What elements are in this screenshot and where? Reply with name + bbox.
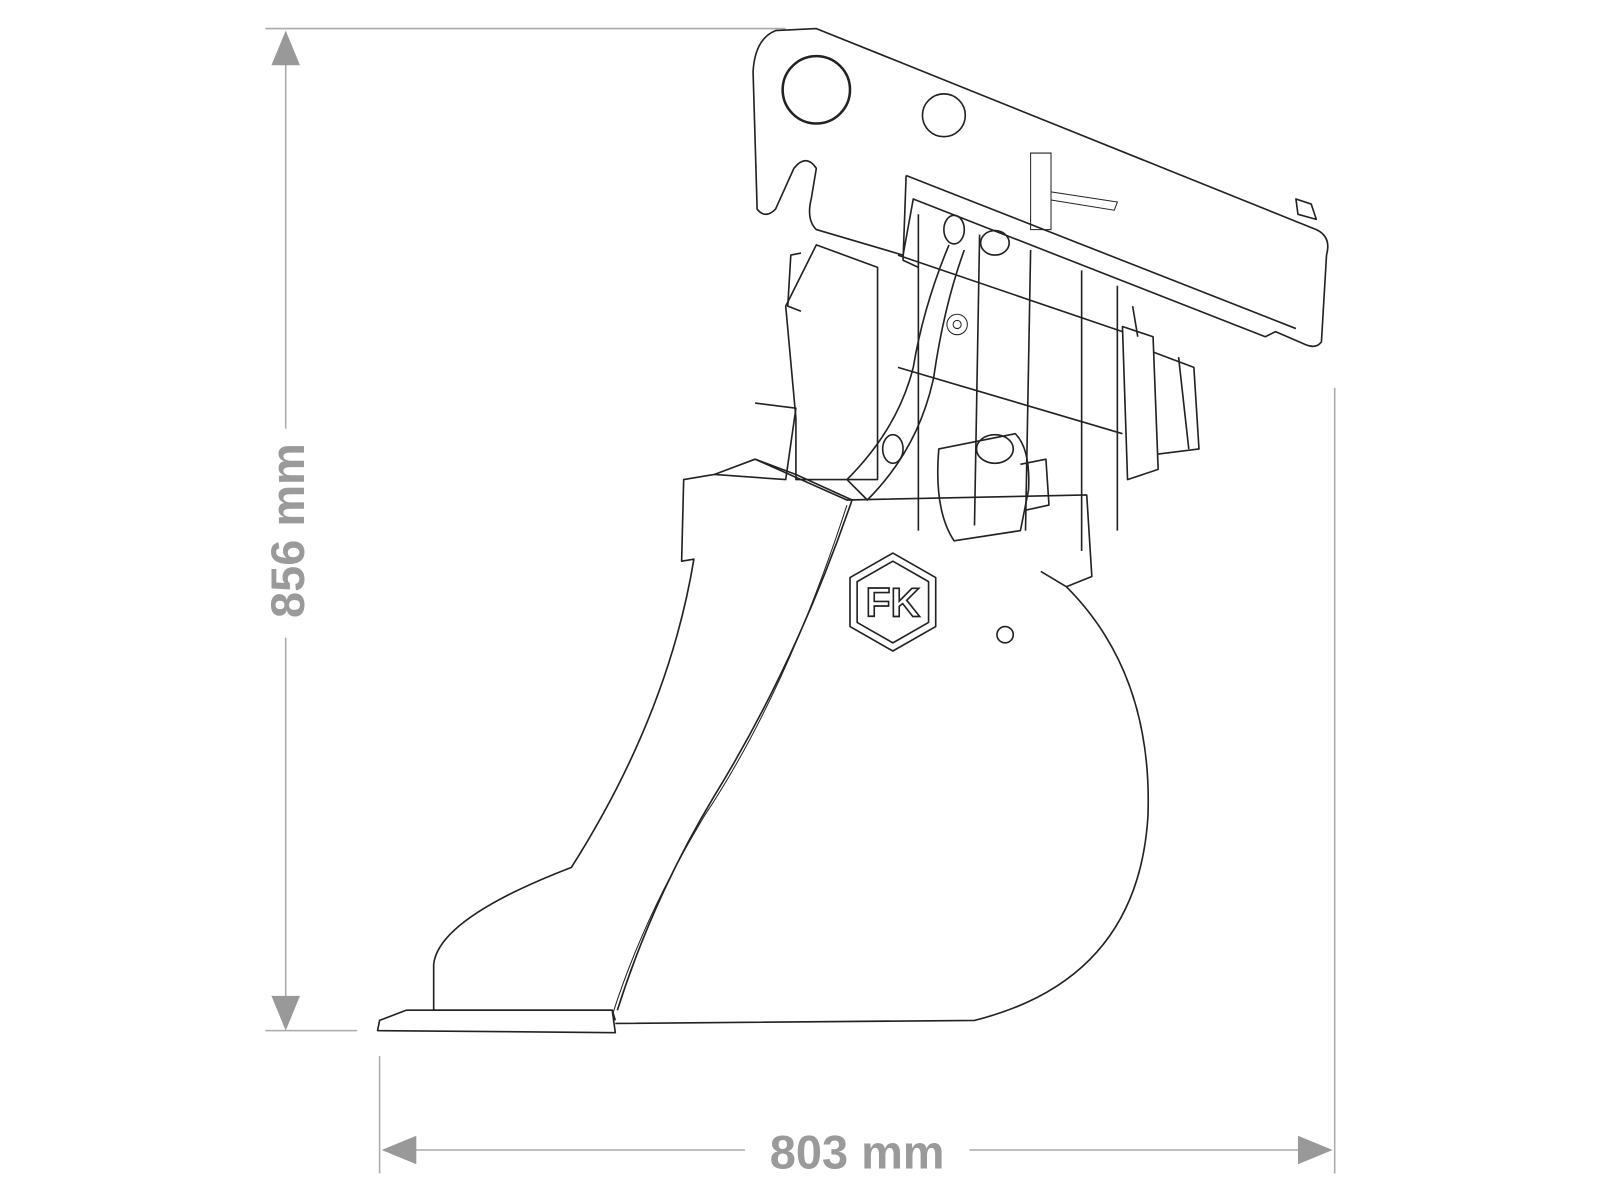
quick-coupler <box>752 27 1329 348</box>
tilt-mechanism <box>784 214 1200 552</box>
width-label: 803 mm <box>770 1126 945 1178</box>
arrow-up-icon <box>271 30 300 66</box>
arrow-left-icon <box>381 1135 417 1165</box>
arrow-right-icon <box>1297 1135 1333 1165</box>
fk-logo: FK <box>849 552 937 652</box>
height-label: 856 mm <box>262 443 314 618</box>
logo-text: FK <box>866 579 921 625</box>
width-dimension: 803 mm <box>378 387 1336 1178</box>
height-dimension: 856 mm <box>262 27 786 1032</box>
bucket-body <box>376 402 1150 1034</box>
arrow-down-icon <box>271 995 300 1031</box>
